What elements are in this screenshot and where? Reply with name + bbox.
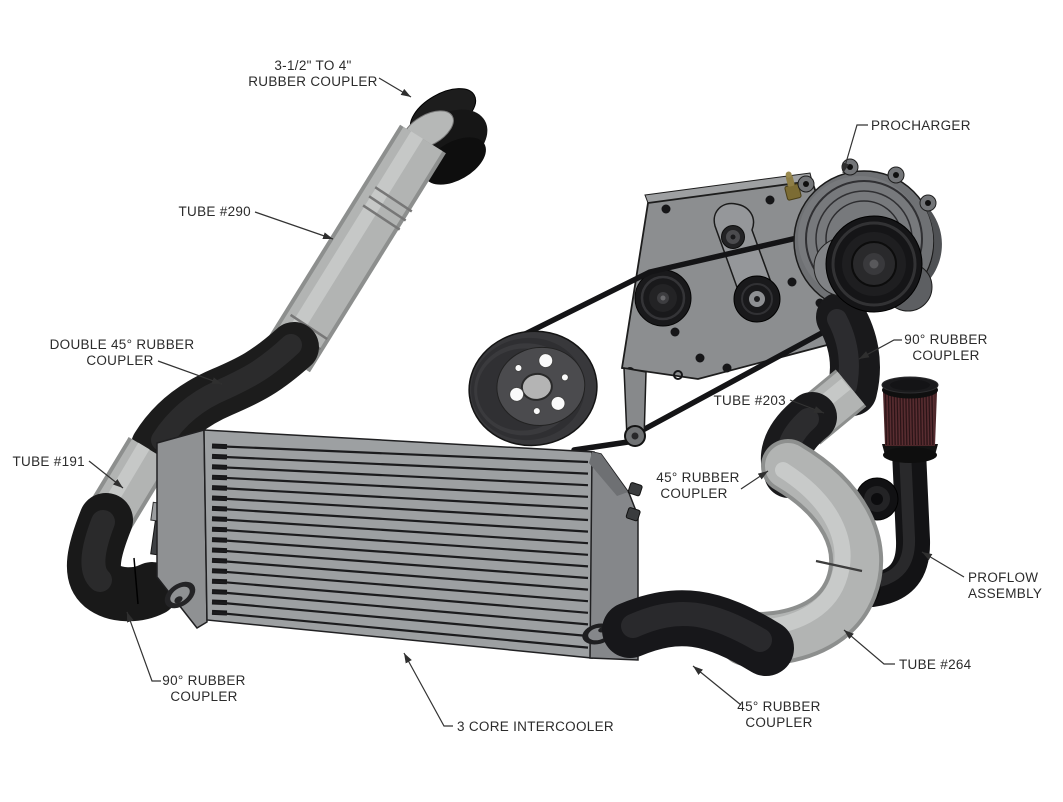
procharger-pulley — [813, 215, 923, 313]
coupler-90-right-illustration — [816, 292, 880, 416]
leader-coupler-90-right — [858, 339, 902, 360]
coupler-45-bottom-illustration — [602, 590, 794, 676]
leader-coupler-45-bottom — [692, 665, 742, 706]
crank-pulley-illustration — [468, 330, 598, 447]
tensioner-pulley — [733, 275, 781, 323]
proflow-assembly-illustration — [844, 376, 939, 607]
leader-procharger — [842, 124, 868, 174]
label-tube-290: TUBE #290 — [179, 204, 252, 219]
leader-tube-264 — [843, 629, 895, 665]
procharger-bracket-illustration — [486, 171, 867, 453]
leader-proflow — [921, 551, 965, 578]
label-procharger: PROCHARGER — [871, 118, 971, 133]
tube-290-illustration — [264, 124, 446, 373]
leader-coupler-top — [378, 77, 412, 98]
coupler-double-45-illustration — [131, 322, 319, 471]
tensioner-bolt — [721, 225, 745, 249]
intercooler-left-tank — [156, 429, 208, 629]
label-tube-264: TUBE #264 — [899, 657, 972, 672]
leader-coupler-90-left — [126, 611, 161, 682]
tube-264-illustration — [719, 439, 884, 667]
leader-intercooler — [403, 652, 453, 727]
labels: 3-1/2" TO 4"RUBBER COUPLER TUBE #290 PRO… — [13, 58, 1042, 734]
grease-fitting-icon — [784, 171, 802, 201]
intercooler-fins — [211, 443, 589, 649]
idler-pulley — [634, 269, 692, 327]
label-coupler-top: 3-1/2" TO 4"RUBBER COUPLER — [248, 58, 377, 89]
leader-lines — [88, 77, 965, 727]
leader-coupler-45-right — [740, 470, 769, 490]
label-intercooler: 3 CORE INTERCOOLER — [457, 719, 614, 734]
drive-belt — [486, 226, 858, 453]
intercooler-illustration — [150, 429, 643, 661]
air-filter-pleats — [884, 392, 935, 446]
leader-tube-203 — [789, 399, 825, 414]
coupler-90-left-illustration — [66, 493, 179, 622]
label-tube-203: TUBE #203 — [714, 393, 787, 408]
belt-roller — [624, 425, 646, 447]
label-tube-191: TUBE #191 — [13, 454, 86, 469]
leader-tube-290 — [254, 211, 334, 240]
air-filter-icon — [881, 376, 939, 463]
leader-tube-191 — [88, 460, 124, 489]
leader-coupler-double-45 — [157, 360, 223, 385]
intercooler-left-badge — [164, 581, 196, 609]
